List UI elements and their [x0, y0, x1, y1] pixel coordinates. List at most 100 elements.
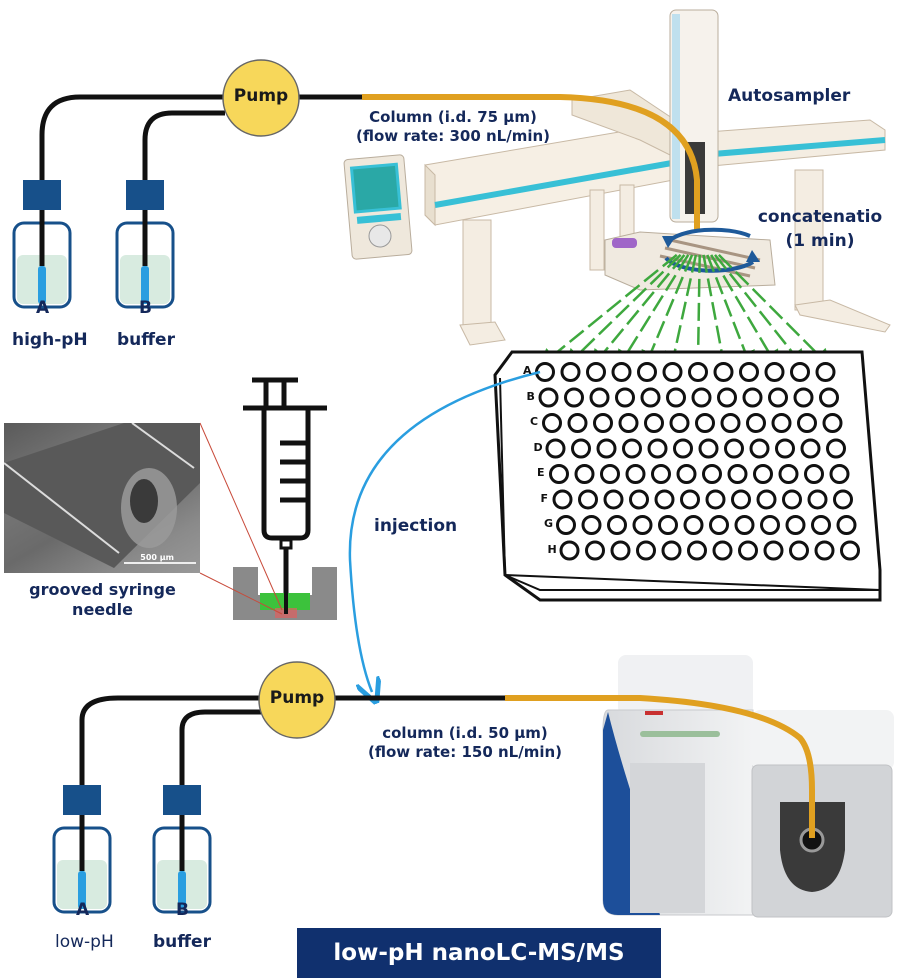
- spray-line: [714, 254, 807, 370]
- well: [789, 540, 809, 561]
- well: [542, 413, 562, 433]
- well: [793, 387, 814, 408]
- well: [618, 413, 639, 433]
- well-cross-section: [233, 567, 337, 620]
- spray-line: [702, 254, 732, 372]
- syringe-icon: [243, 377, 327, 610]
- well: [666, 387, 686, 408]
- well: [651, 464, 671, 484]
- top-bottle-a-letter: A: [36, 298, 50, 318]
- well: [574, 464, 595, 484]
- well: [560, 362, 581, 382]
- spray-line: [706, 254, 755, 372]
- well: [545, 438, 566, 459]
- well: [705, 489, 726, 510]
- well: [836, 515, 857, 535]
- spray-line: [710, 254, 780, 371]
- well: [647, 438, 668, 459]
- well: [709, 515, 729, 535]
- well: [731, 489, 751, 510]
- well: [586, 362, 606, 382]
- well: [600, 464, 620, 484]
- top-bottle-b-letter: B: [139, 298, 152, 318]
- well: [688, 362, 708, 382]
- well: [804, 464, 824, 484]
- well: [822, 413, 843, 433]
- well: [661, 540, 682, 561]
- zoom-line: [199, 572, 283, 615]
- top-tubing: [39, 94, 362, 185]
- well: [691, 387, 712, 408]
- well: [815, 362, 836, 382]
- spray-line: [563, 254, 682, 369]
- method-banner: low-pH nanoLC-MS/MS: [297, 928, 661, 978]
- well: [687, 540, 707, 561]
- well: [702, 464, 722, 484]
- fraction-spray: [537, 253, 833, 372]
- well: [680, 489, 700, 510]
- well: [807, 489, 828, 510]
- well: [763, 540, 784, 561]
- top-pump-label: Pump: [233, 86, 289, 106]
- well: [775, 438, 795, 459]
- well: [833, 489, 853, 510]
- well: [749, 438, 770, 459]
- well: [797, 413, 817, 433]
- plate-row-label: C: [530, 415, 539, 428]
- bottom-buffer-label-left: low-pH: [55, 932, 114, 952]
- well: [593, 413, 613, 433]
- top-buffer-label-right: buffer: [117, 330, 175, 350]
- concatenation-label: concatenatio (1 min): [757, 207, 883, 251]
- well-plate: [493, 350, 882, 602]
- well: [739, 362, 759, 382]
- injection-label: injection: [374, 516, 458, 536]
- well: [596, 438, 617, 459]
- well: [819, 387, 839, 408]
- spray-line: [664, 254, 698, 372]
- well: [636, 540, 656, 561]
- well: [764, 362, 785, 382]
- bottom-tubing: [79, 695, 505, 795]
- top-pump: [222, 59, 300, 137]
- well: [695, 413, 715, 433]
- well: [712, 540, 733, 561]
- well: [713, 362, 734, 382]
- well: [559, 540, 580, 561]
- well: [753, 464, 773, 484]
- bottom-column: [505, 695, 815, 838]
- well: [840, 540, 860, 561]
- plate-row-label: H: [547, 542, 557, 556]
- well: [734, 515, 755, 535]
- top-column: [362, 94, 700, 232]
- well: [746, 413, 766, 433]
- well: [756, 489, 777, 510]
- spray-line: [641, 254, 694, 372]
- well: [800, 438, 821, 459]
- injection-arrow: [348, 370, 541, 692]
- plate-row-label: B: [526, 389, 535, 403]
- well: [549, 464, 569, 484]
- well: [811, 515, 831, 535]
- well: [771, 413, 792, 433]
- bottom-pump-label: Pump: [269, 688, 325, 708]
- well: [632, 515, 653, 535]
- well: [640, 387, 661, 408]
- sem-needle-image: 500 µm: [4, 423, 200, 573]
- bottom-bottle-b: [152, 785, 212, 914]
- well: [782, 489, 802, 510]
- well: [625, 464, 646, 484]
- plate-row-label: F: [540, 491, 549, 505]
- well: [669, 413, 690, 433]
- well: [615, 387, 635, 408]
- bottom-buffer-label-right: buffer: [153, 932, 211, 952]
- plate-row-label: G: [544, 517, 554, 530]
- well: [760, 515, 780, 535]
- top-bottle-b: [115, 180, 175, 309]
- well: [610, 540, 631, 561]
- well: [658, 515, 678, 535]
- well: [698, 438, 719, 459]
- well: [581, 515, 602, 535]
- well: [654, 489, 675, 510]
- well: [683, 515, 704, 535]
- well: [552, 489, 573, 510]
